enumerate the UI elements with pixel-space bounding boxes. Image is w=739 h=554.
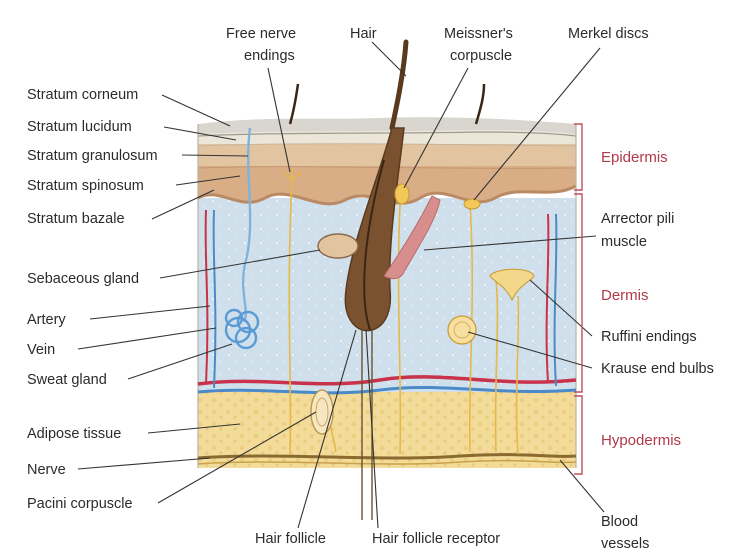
meissners-corpuscle-shape bbox=[395, 184, 409, 204]
label-nerve: Nerve bbox=[27, 462, 66, 478]
label-merkel-discs: Merkel discs bbox=[568, 26, 649, 42]
label-stratum-corneum: Stratum corneum bbox=[27, 87, 138, 103]
top-labels: Free nerve endings Hair Meissner's corpu… bbox=[226, 26, 649, 64]
label-krause-end-bulbs: Krause end bulbs bbox=[601, 361, 714, 377]
skin-cross-section bbox=[198, 42, 576, 520]
label-stratum-spinosum: Stratum spinosum bbox=[27, 178, 144, 194]
label-vein: Vein bbox=[27, 342, 55, 358]
label-adipose-tissue: Adipose tissue bbox=[27, 426, 121, 442]
label-artery: Artery bbox=[27, 312, 66, 328]
label-meissners-corpuscle-line2: corpuscle bbox=[450, 48, 512, 64]
label-stratum-lucidum: Stratum lucidum bbox=[27, 119, 132, 135]
krause-end-bulb-shape bbox=[448, 316, 476, 344]
label-stratum-bazale: Stratum bazale bbox=[27, 211, 125, 227]
label-blood-vessels-line2: vessels bbox=[601, 536, 649, 552]
label-blood-vessels-line1: Blood bbox=[601, 514, 638, 530]
label-arrector-pili-line2: muscle bbox=[601, 234, 647, 250]
label-hair: Hair bbox=[350, 26, 377, 42]
label-epidermis: Epidermis bbox=[601, 149, 668, 166]
merkel-discs-shape bbox=[464, 199, 480, 209]
right-labels: Epidermis Arrector pili muscle Dermis Ru… bbox=[601, 149, 714, 552]
label-ruffini-endings: Ruffini endings bbox=[601, 329, 697, 345]
label-stratum-granulosum: Stratum granulosum bbox=[27, 148, 158, 164]
label-hypodermis: Hypodermis bbox=[601, 432, 681, 449]
label-sweat-gland: Sweat gland bbox=[27, 372, 107, 388]
label-pacini-corpuscle: Pacini corpuscle bbox=[27, 496, 133, 512]
hair-shaft bbox=[392, 42, 406, 128]
label-meissners-corpuscle-line1: Meissner's bbox=[444, 26, 513, 42]
left-labels: Stratum corneum Stratum lucidum Stratum … bbox=[27, 87, 158, 512]
sebaceous-gland bbox=[318, 234, 358, 258]
bottom-labels: Hair follicle Hair follicle receptor bbox=[255, 531, 500, 547]
label-hair-follicle-receptor: Hair follicle receptor bbox=[372, 531, 500, 547]
label-hair-follicle: Hair follicle bbox=[255, 531, 326, 547]
pacini-corpuscle-shape bbox=[311, 390, 333, 434]
label-free-nerve-endings-line1: Free nerve bbox=[226, 26, 296, 42]
label-arrector-pili-line1: Arrector pili bbox=[601, 211, 674, 227]
label-sebaceous-gland: Sebaceous gland bbox=[27, 271, 139, 287]
label-free-nerve-endings-line2: endings bbox=[244, 48, 295, 64]
label-dermis: Dermis bbox=[601, 287, 649, 304]
